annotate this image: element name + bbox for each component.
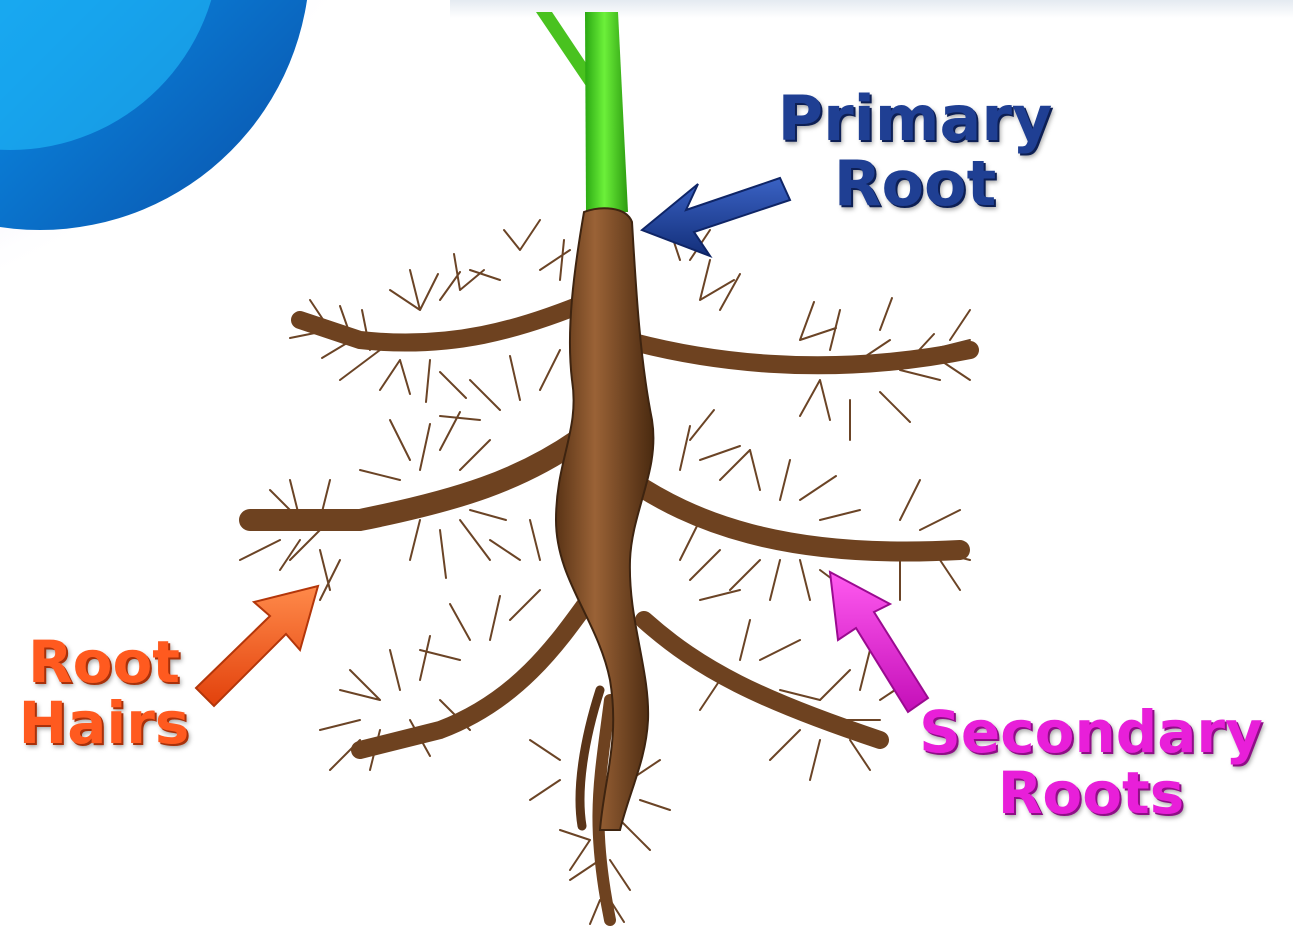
secondary-roots-arrow (830, 572, 928, 712)
primary-root-label: Primary Root (760, 86, 1070, 216)
root-hairs-label-line2: Hairs (4, 693, 204, 754)
root-hairs-arrow (196, 586, 318, 706)
secondary-roots-label: Secondary Roots (898, 702, 1284, 824)
secondary-roots-label-line2: Roots (898, 763, 1284, 824)
secondary-roots-label-line1: Secondary (898, 702, 1284, 763)
primary-root-label-line1: Primary (760, 86, 1070, 151)
corner-decoration (0, 0, 480, 360)
root-hairs-label: Root Hairs (4, 632, 204, 754)
primary-root-label-line2: Root (760, 151, 1070, 216)
plant-stem (536, 12, 628, 212)
root-hairs-label-line1: Root (4, 632, 204, 693)
